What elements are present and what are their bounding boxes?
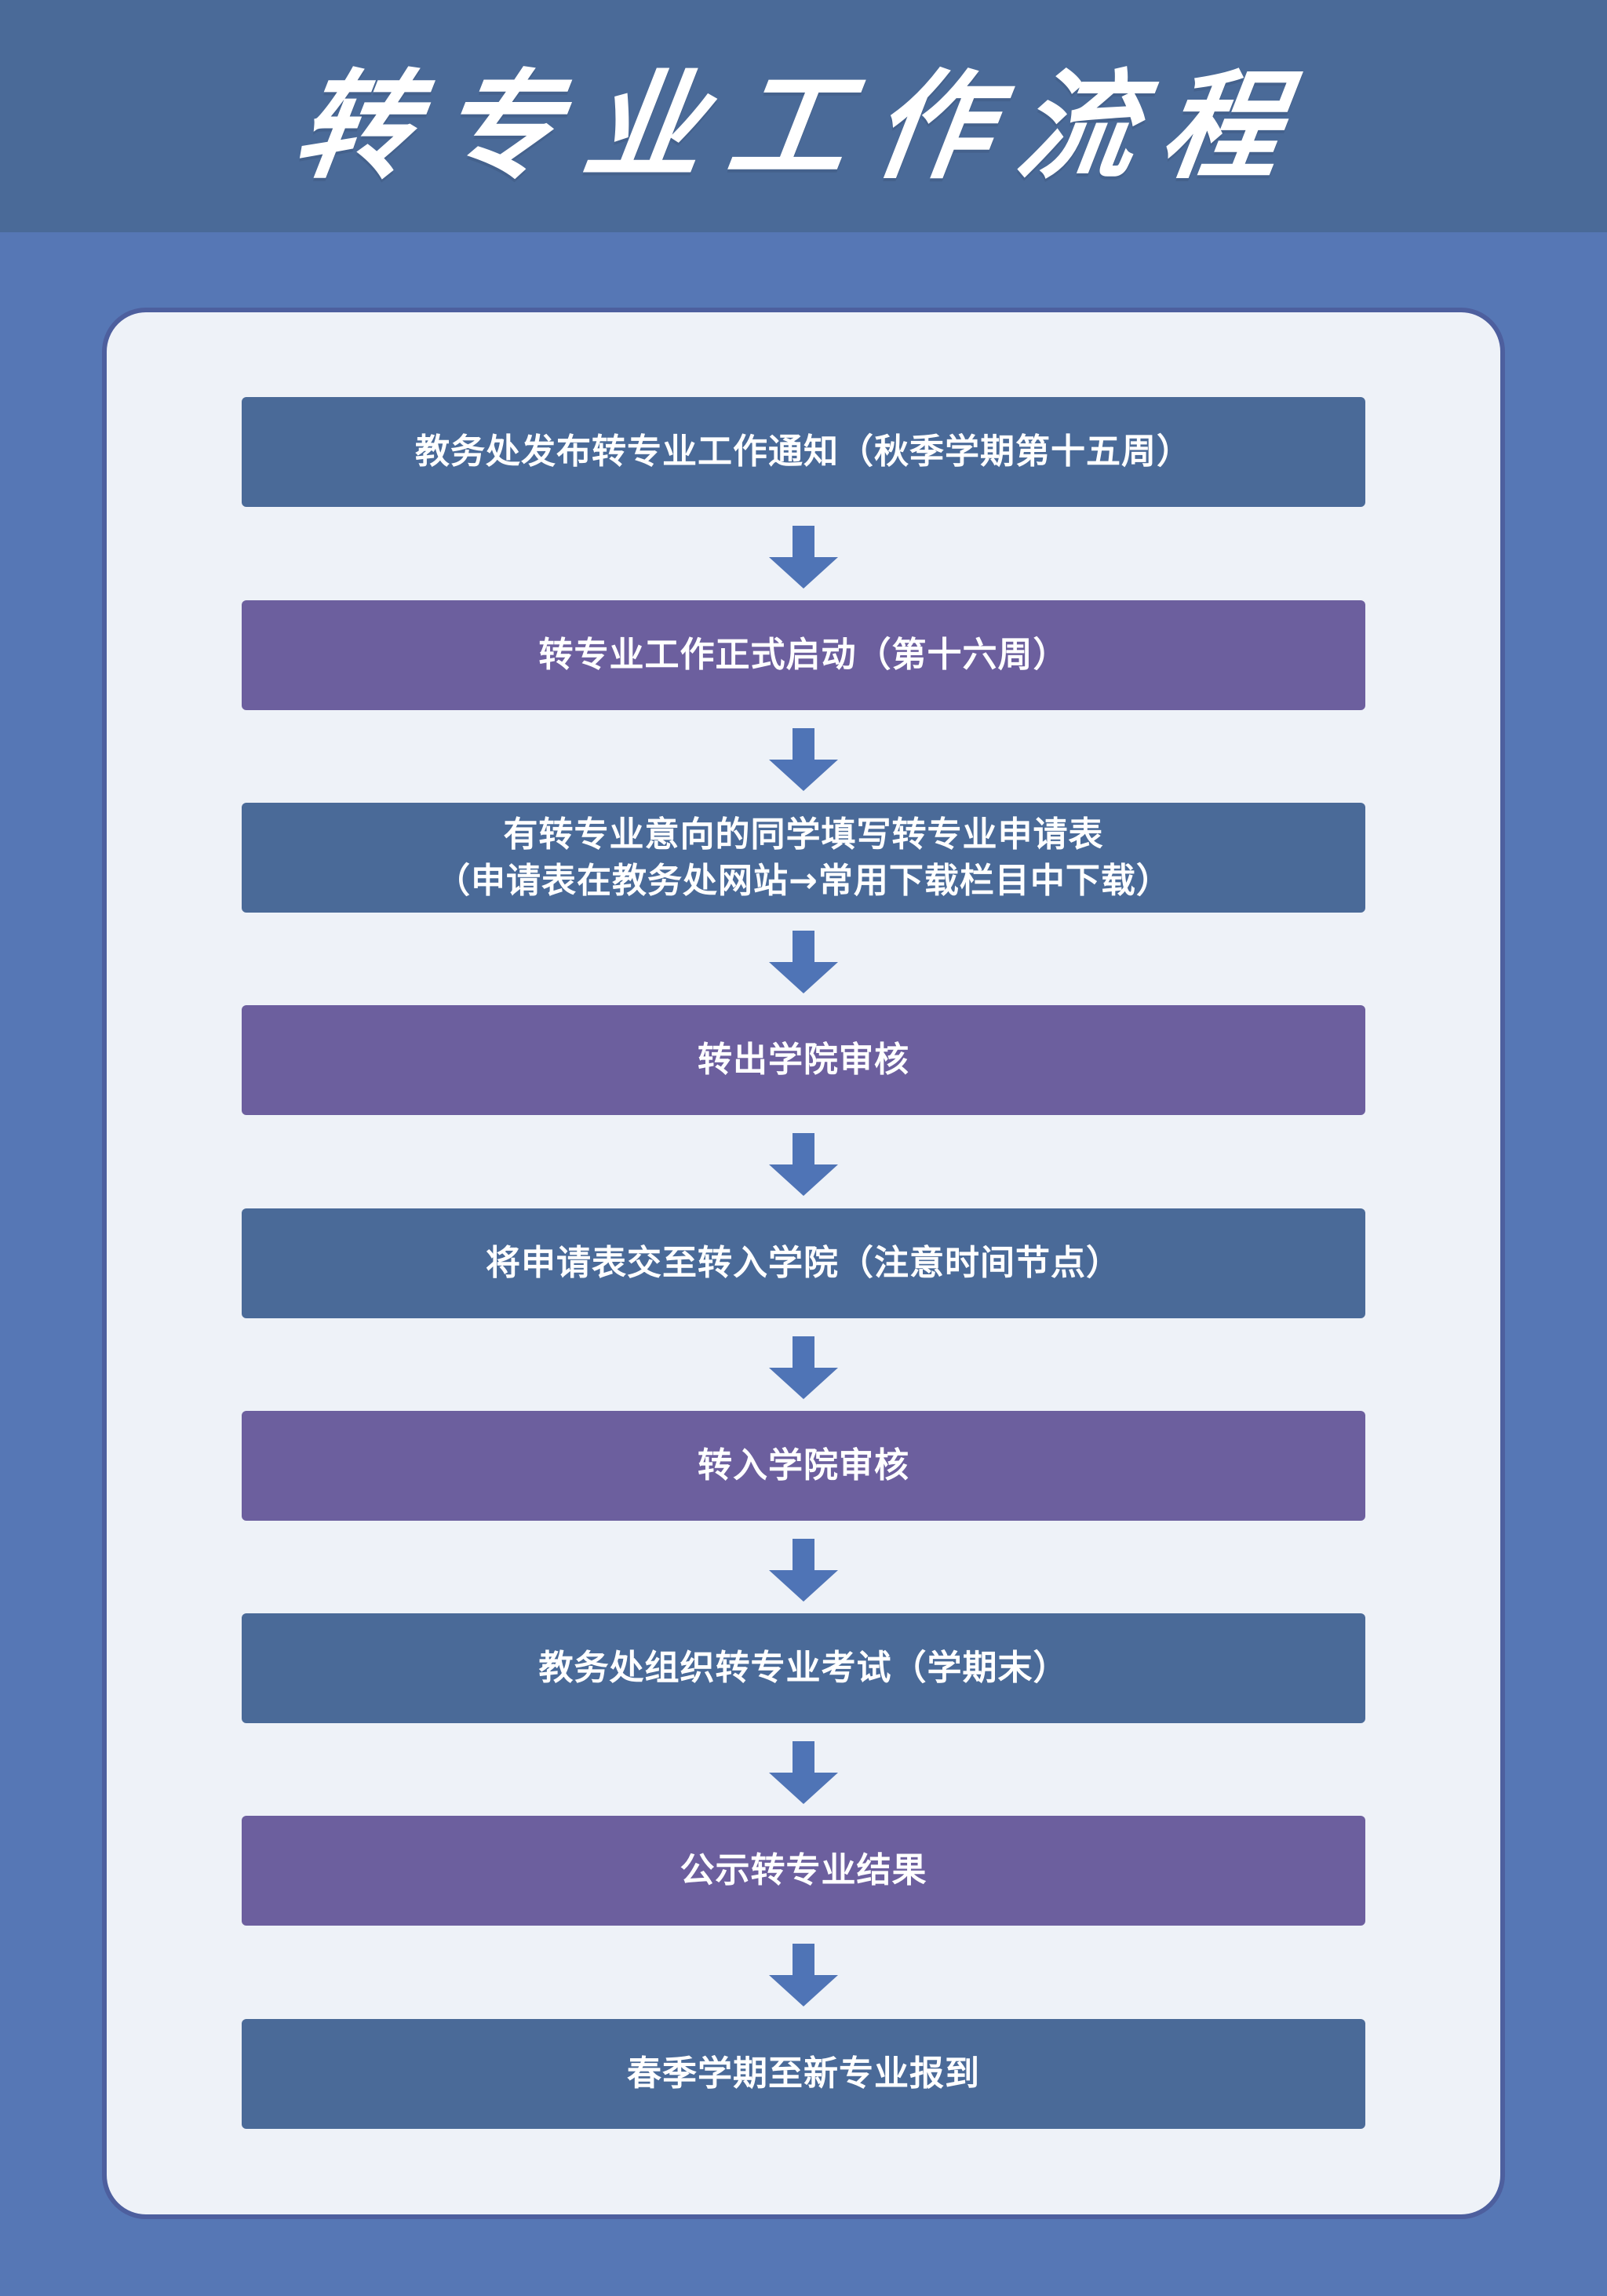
flow-step-8: 公示转专业结果	[242, 1816, 1365, 1926]
flow-step-3-line-2: （申请表在教务处网站→常用下载栏目中下载）	[435, 861, 1172, 901]
flow-step-9-line-1: 春季学期至新专业报到	[627, 2054, 980, 2094]
flow-step-7-line-1: 教务处组织转专业考试（学期末）	[538, 1648, 1069, 1689]
flow-arrow-1-icon	[769, 526, 838, 589]
header-banner	[0, 0, 1607, 232]
flow-arrow-2-icon	[769, 728, 838, 791]
flow-step-2-line-1: 转专业工作正式启动（第十六周）	[538, 635, 1069, 676]
flow-arrow-6-icon	[769, 1539, 838, 1602]
flow-step-4-line-1: 转出学院审核	[698, 1040, 909, 1081]
flow-arrow-5-icon	[769, 1336, 838, 1399]
flow-arrow-7-icon	[769, 1741, 838, 1804]
flow-step-4: 转出学院审核	[242, 1005, 1365, 1115]
flow-arrow-3-icon	[769, 931, 838, 993]
flow-step-5: 将申请表交至转入学院（注意时间节点）	[242, 1208, 1365, 1318]
page-title: 转专业工作流程	[286, 58, 1317, 195]
flow-step-2: 转专业工作正式启动（第十六周）	[242, 600, 1365, 710]
flow-step-6: 转入学院审核	[242, 1411, 1365, 1521]
flow-step-8-line-1: 公示转专业结果	[680, 1850, 927, 1891]
flow-step-9: 春季学期至新专业报到	[242, 2019, 1365, 2129]
flow-arrow-4-icon	[769, 1133, 838, 1196]
flow-step-7: 教务处组织转专业考试（学期末）	[242, 1613, 1365, 1723]
flow-step-1-line-1: 教务处发布转专业工作通知（秋季学期第十五周）	[415, 432, 1192, 472]
flow-step-3: 有转专业意向的同学填写转专业申请表 （申请表在教务处网站→常用下载栏目中下载）	[242, 803, 1365, 913]
flow-step-6-line-1: 转入学院审核	[698, 1445, 909, 1486]
flow-step-3-line-1: 有转专业意向的同学填写转专业申请表	[503, 814, 1104, 855]
flow-arrow-8-icon	[769, 1944, 838, 2006]
flow-step-5-line-1: 将申请表交至转入学院（注意时间节点）	[486, 1243, 1121, 1284]
flow-step-1: 教务处发布转专业工作通知（秋季学期第十五周）	[242, 397, 1365, 507]
